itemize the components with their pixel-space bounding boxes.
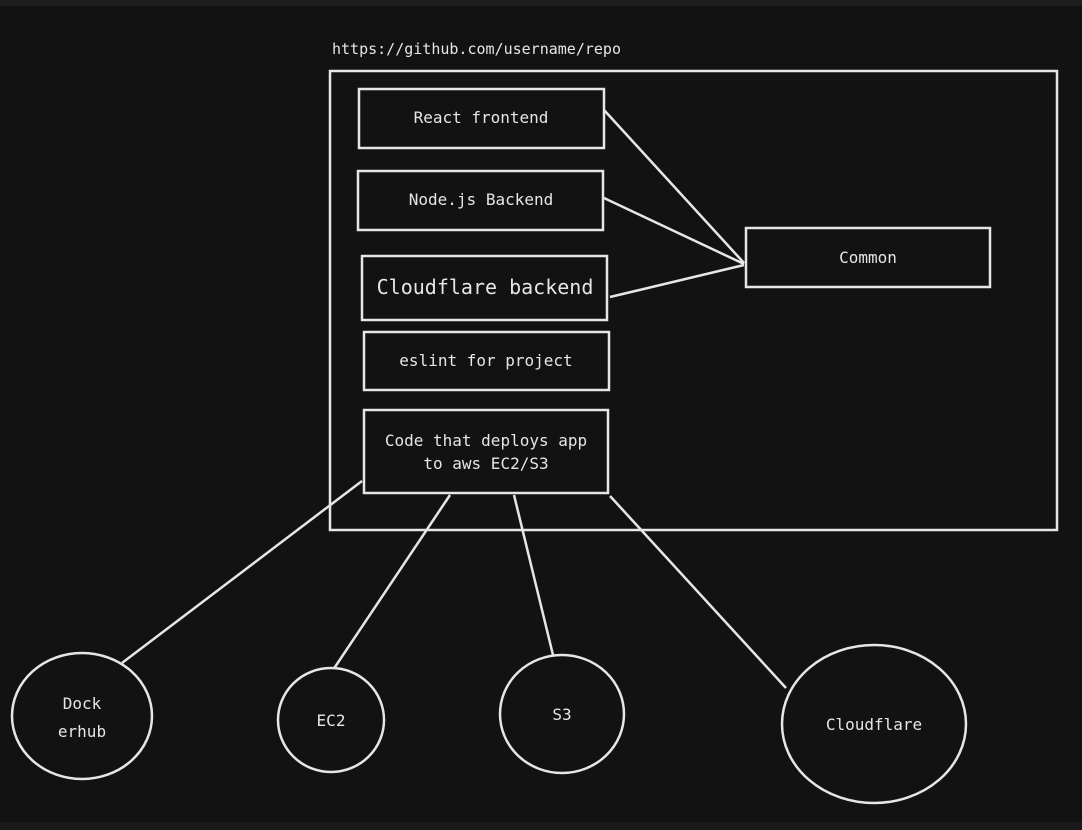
deploy-label-line2: to aws EC2/S3 [423, 454, 548, 473]
eslint-box[interactable]: eslint for project [362, 330, 611, 392]
top-edge-strip [0, 0, 1082, 6]
repo-url-label: https://github.com/username/repo [332, 40, 621, 58]
dockerhub-label-line1: Dock [63, 694, 102, 713]
dockerhub-label-line2: erhub [58, 722, 106, 741]
deploy-label-line1: Code that deploys app [385, 431, 587, 450]
cloudflare-backend-label: Cloudflare backend [377, 275, 594, 299]
deploy-to-cloudflare-connector [609, 495, 787, 689]
node-to-common-connector [603, 196, 745, 266]
ec2-label: EC2 [317, 711, 346, 730]
s3-label: S3 [552, 705, 571, 724]
cloudflare-backend-box[interactable]: Cloudflare backend [360, 254, 609, 322]
ec2-node[interactable]: EC2 [276, 666, 386, 774]
nodejs-backend-label: Node.js Backend [409, 190, 554, 209]
common-label: Common [839, 248, 897, 267]
react-frontend-box[interactable]: React frontend [357, 87, 606, 150]
react-to-common-connector [603, 109, 745, 264]
deploy-to-ec2-connector [331, 494, 452, 671]
deploy-code-box[interactable]: Code that deploys app to aws EC2/S3 [362, 408, 610, 495]
react-frontend-label: React frontend [414, 108, 549, 127]
bottom-edge-strip [0, 822, 1082, 830]
dockerhub-node[interactable]: Dock erhub [10, 651, 154, 781]
cloudflare-backend-to-common-connector [609, 263, 745, 299]
nodejs-backend-box[interactable]: Node.js Backend [356, 169, 605, 232]
cloudflare-label: Cloudflare [826, 715, 922, 734]
s3-node[interactable]: S3 [498, 653, 626, 775]
cloudflare-node[interactable]: Cloudflare [780, 643, 968, 805]
deploy-to-s3-connector [512, 494, 555, 656]
repo-container[interactable] [328, 69, 1059, 532]
common-box[interactable]: Common [744, 226, 992, 289]
deploy-to-dockerhub-connector [121, 480, 363, 664]
eslint-label: eslint for project [399, 351, 572, 370]
